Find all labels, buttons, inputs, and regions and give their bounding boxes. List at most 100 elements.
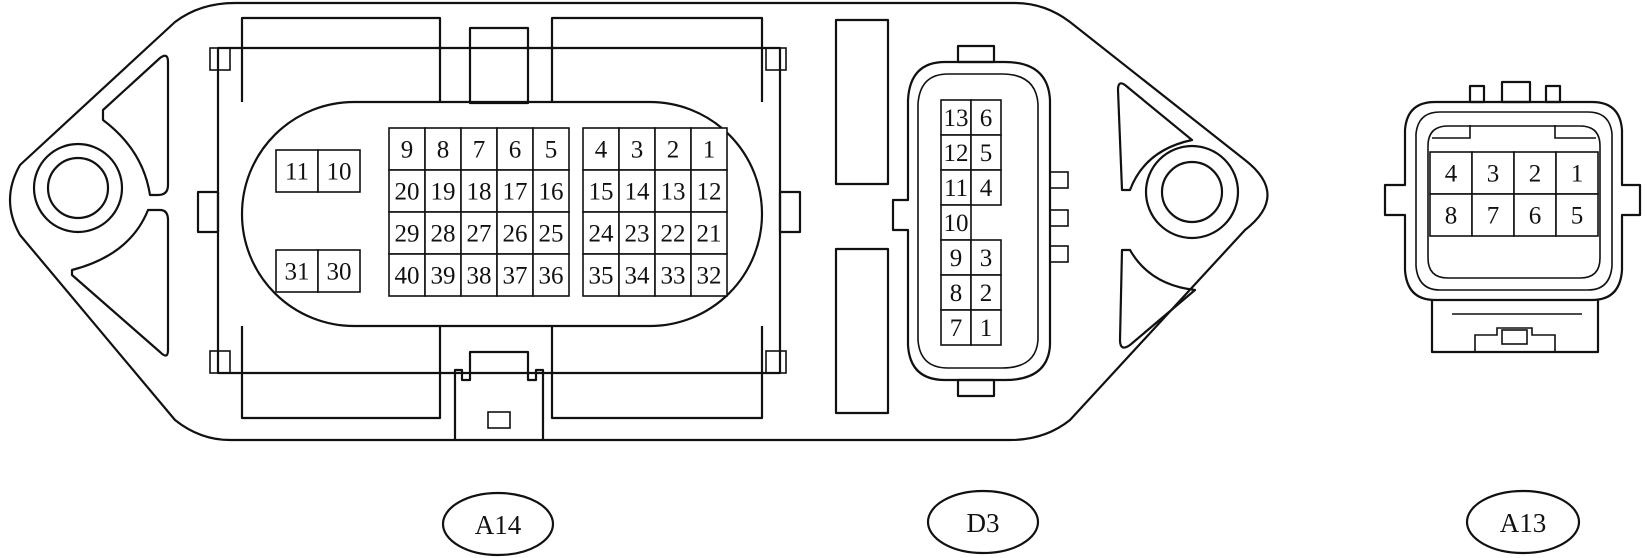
a13-lower-latch <box>1430 300 1600 354</box>
d3-upper-slot <box>834 18 890 186</box>
a13-top-key-center <box>1500 80 1532 104</box>
a14-pin-24: 24 <box>589 221 615 248</box>
a14-pin-4: 4 <box>595 137 608 164</box>
a14-pin-cell-37 <box>496 253 534 297</box>
a13-pin-cell-8 <box>1429 193 1473 237</box>
a13-pin-1: 1 <box>1571 161 1584 188</box>
a14-pin-cell-36 <box>532 253 570 297</box>
d3-pin-7: 7 <box>950 315 963 342</box>
a14-pin-field <box>240 100 764 328</box>
a14-pin-33: 33 <box>661 263 686 290</box>
a14-pin-25: 25 <box>539 221 564 248</box>
a13-body-outer <box>1383 100 1642 302</box>
a14-post-tr <box>765 47 787 71</box>
a14-pin-cell-32 <box>690 253 728 297</box>
d3-body-outer <box>891 60 1052 382</box>
a14-label-ellipse <box>441 491 555 557</box>
a14-pin-cell-29 <box>388 211 426 255</box>
d3-pin-10: 10 <box>944 210 969 237</box>
d3-pin-cell-13 <box>940 99 972 136</box>
a14-pin-35: 35 <box>589 263 614 290</box>
a14-pin-cell-26 <box>496 211 534 255</box>
d3-pin-5: 5 <box>980 140 993 167</box>
a14-post-br <box>765 350 787 374</box>
a13-pin-6: 6 <box>1529 203 1542 230</box>
a14-pin-cell-38 <box>460 253 498 297</box>
a14-pin-cell-27 <box>460 211 498 255</box>
a14-left-lower-rib <box>70 208 170 357</box>
a14-pin-cell-6 <box>496 127 534 171</box>
a14-pin-5: 5 <box>545 137 558 164</box>
a13-pin-7: 7 <box>1487 203 1500 230</box>
a14-pin-27: 27 <box>467 221 492 248</box>
a14-pin-cell-4 <box>582 127 620 171</box>
a14-pin-40: 40 <box>395 263 420 290</box>
a14-pin-12: 12 <box>697 179 722 206</box>
a13-pin-3: 3 <box>1487 161 1500 188</box>
d3-latch-2 <box>1049 209 1069 227</box>
a14-right-mount-boss <box>1144 144 1240 240</box>
d3-body-inner <box>917 73 1039 369</box>
a14-left-upper-rib <box>101 54 170 197</box>
a14-left-latch <box>196 190 220 234</box>
d3-pin-6: 6 <box>980 105 993 132</box>
a14-pin-cell-30 <box>317 249 361 293</box>
a13-top-key-right <box>1544 84 1562 104</box>
a14-pin-17: 17 <box>503 179 528 206</box>
d3-pin-1: 1 <box>980 315 993 342</box>
d3-pin-9: 9 <box>950 245 963 272</box>
a13-latch-knob <box>1501 329 1528 345</box>
a14-pin-6: 6 <box>509 137 522 164</box>
a14-pin-23: 23 <box>625 221 650 248</box>
a14-pin-37: 37 <box>503 263 528 290</box>
a14-lock-tab <box>487 411 511 429</box>
a14-pin-cell-16 <box>532 169 570 213</box>
a14-top-right-block <box>550 16 764 102</box>
a13-top-key-left <box>1468 84 1486 104</box>
a14-pin-26: 26 <box>503 221 528 248</box>
a14-pin-cell-22 <box>654 211 692 255</box>
d3-pin-2: 2 <box>980 280 993 307</box>
d3-top-key <box>956 44 996 64</box>
a14-pin-cell-33 <box>654 253 692 297</box>
a14-pin-cell-3 <box>618 127 656 171</box>
d3-lower-slot <box>834 247 890 415</box>
a13-inner-lip <box>1432 125 1596 139</box>
a14-pin-cell-40 <box>388 253 426 297</box>
a14-pin-cell-24 <box>582 211 620 255</box>
a13-pin-2: 2 <box>1529 161 1542 188</box>
a14-right-lower-rib <box>1118 248 1197 349</box>
a13-pin-8: 8 <box>1445 203 1458 230</box>
a14-pin-22: 22 <box>661 221 686 248</box>
a14-pin-34: 34 <box>625 263 651 290</box>
a13-pin-cell-5 <box>1555 193 1599 237</box>
d3-pin-cell-6 <box>970 99 1002 136</box>
a14-pin-cell-21 <box>690 211 728 255</box>
d3-pin-cell-2 <box>970 274 1002 311</box>
a14-pin-9: 9 <box>401 137 414 164</box>
a14-pin-38: 38 <box>467 263 492 290</box>
a14-pin-30: 30 <box>327 259 352 286</box>
a13-pin-4: 4 <box>1445 161 1458 188</box>
a14-pin-39: 39 <box>431 263 456 290</box>
d3-pin-11: 11 <box>944 175 968 202</box>
a14-pin-36: 36 <box>539 263 564 290</box>
a14-pin-1: 1 <box>703 137 716 164</box>
d3-bottom-key <box>956 378 996 398</box>
a14-right-latch <box>778 190 802 234</box>
d3-label-ellipse <box>926 489 1040 555</box>
a14-pin-cell-25 <box>532 211 570 255</box>
a14-pin-cell-15 <box>582 169 620 213</box>
d3-latch-1 <box>1049 171 1069 189</box>
a14-pin-19: 19 <box>431 179 456 206</box>
a14-post-bl <box>209 350 231 374</box>
a13-body-inner <box>1415 111 1613 291</box>
a14-pin-14: 14 <box>625 179 651 206</box>
a13-cavity <box>1427 125 1601 279</box>
d3-latch-3 <box>1049 245 1069 263</box>
d3-pin-3: 3 <box>980 245 993 272</box>
